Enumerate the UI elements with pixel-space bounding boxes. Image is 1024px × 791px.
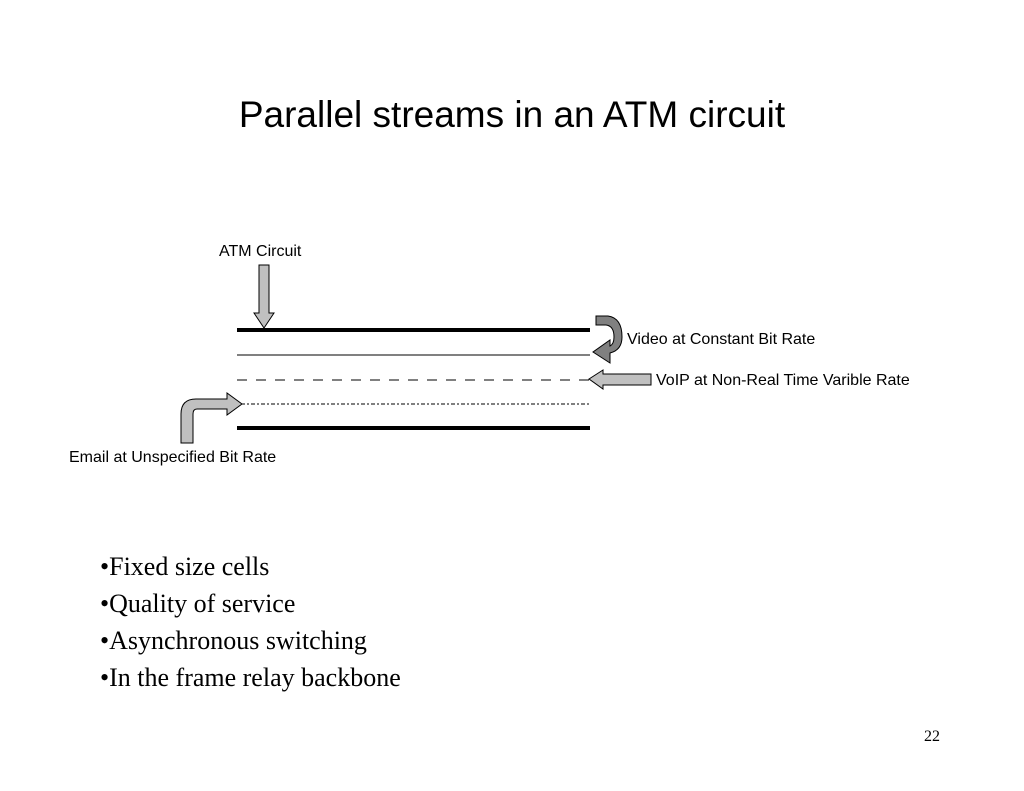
email-bent-arrow-icon xyxy=(180,392,243,444)
bullet-item: Fixed size cells xyxy=(100,548,401,585)
bullet-item: Quality of service xyxy=(100,585,401,622)
voip-label: VoIP at Non-Real Time Varible Rate xyxy=(656,372,910,389)
atm-circuit-down-arrow-icon xyxy=(253,264,275,329)
voip-left-arrow-icon xyxy=(588,369,652,390)
atm-circuit-label: ATM Circuit xyxy=(219,243,302,260)
video-curved-arrow-icon xyxy=(592,315,623,364)
video-label: Video at Constant Bit Rate xyxy=(627,331,815,348)
bullet-item: In the frame relay backbone xyxy=(100,659,401,696)
email-label: Email at Unspecified Bit Rate xyxy=(69,449,276,466)
page-number: 22 xyxy=(924,728,940,745)
bullet-list: Fixed size cells Quality of service Asyn… xyxy=(100,548,401,696)
bullet-item: Asynchronous switching xyxy=(100,622,401,659)
slide-title: Parallel streams in an ATM circuit xyxy=(238,94,786,135)
